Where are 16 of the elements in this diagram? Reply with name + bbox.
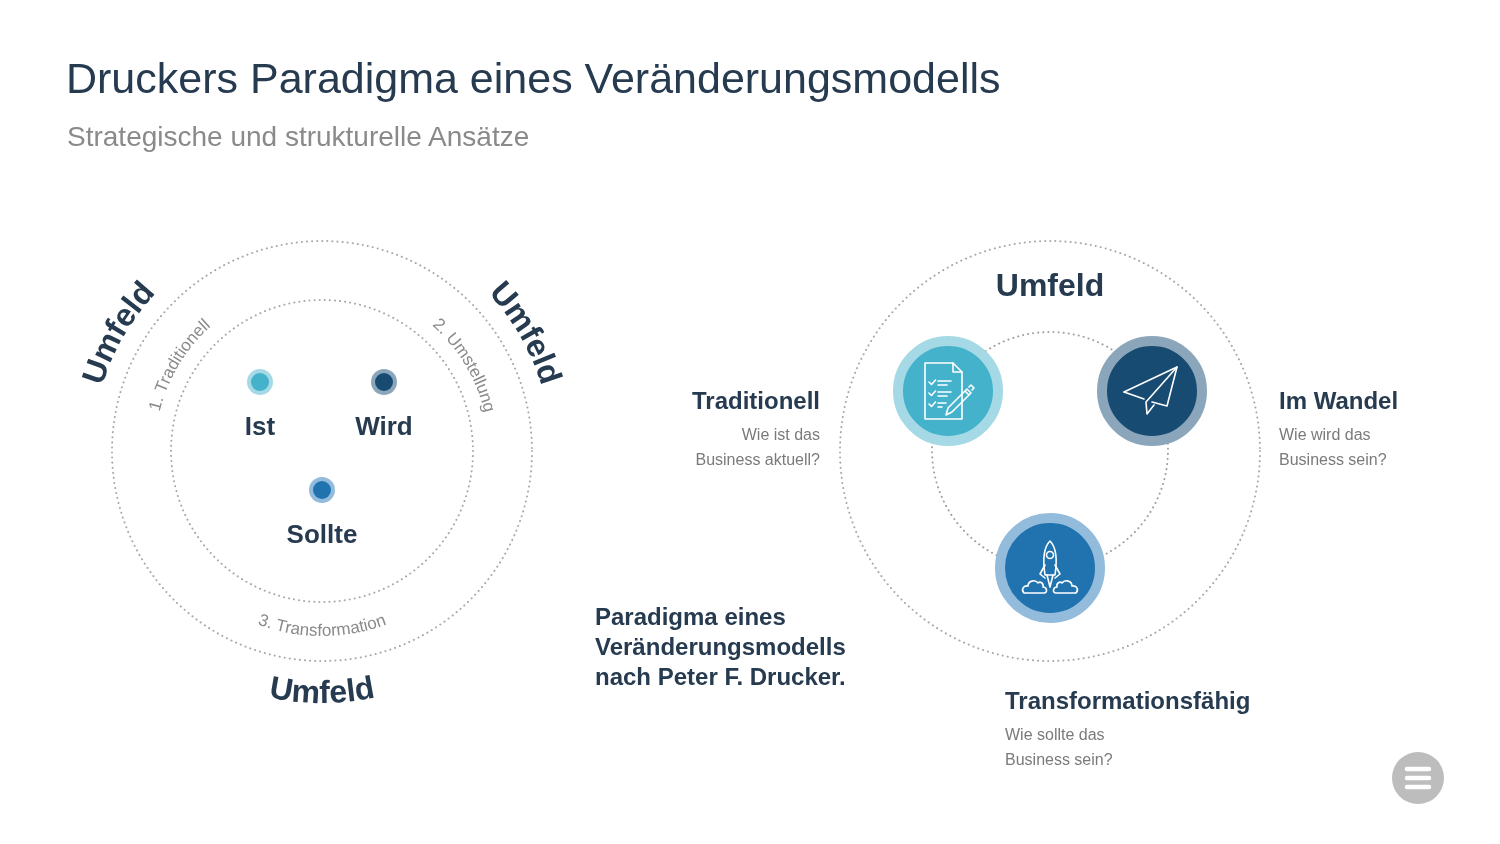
- environment-label: Umfeld: [995, 266, 1105, 305]
- description-text: Paradigma eines Veränderungsmodells nach Peter F. Drucker.: [595, 602, 847, 692]
- category-heading: Im Wandel: [1279, 386, 1399, 416]
- ring-label: 3. Transformation: [255, 610, 389, 641]
- environment-label: Umfeld: [266, 668, 378, 711]
- state-label: Ist: [244, 411, 276, 441]
- state-label: Wird: [355, 411, 413, 441]
- title: Druckers Paradigma eines Veränderungsmodells: [66, 53, 1001, 104]
- question-text: Wie wird das Business sein?: [1279, 425, 1388, 470]
- question-text: Wie sollte das Business sein?: [1005, 725, 1114, 770]
- category-heading: Traditionell: [692, 386, 820, 416]
- dotted-connector: [984, 331, 1116, 353]
- category-heading: Transformationsfähig: [1005, 686, 1251, 716]
- state-label: Sollte: [286, 519, 358, 549]
- question-text: Wie ist das Business aktuell?: [694, 425, 820, 470]
- subtitle: Strategische und strukturelle Ansätze: [67, 120, 530, 154]
